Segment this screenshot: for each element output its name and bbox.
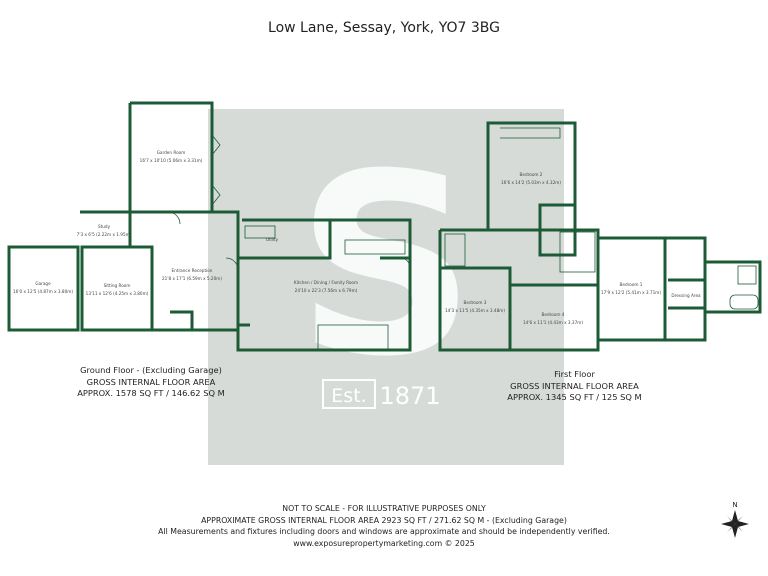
ground-floor-area: APPROX. 1578 SQ FT / 146.62 SQ M [77, 388, 225, 398]
kitchen-worktop [244, 225, 276, 239]
staircase [559, 231, 596, 273]
garage-dims: 16'0 x 12'5 (4.87m x 3.80m) [13, 289, 73, 294]
garage-name: Garage [35, 281, 51, 286]
bedroom-1-dims: 17'9 x 12'2 (5.41m x 3.71m) [601, 290, 661, 295]
garden-room-walls [128, 101, 214, 212]
dressing-area-walls [665, 236, 707, 342]
footer-total-area: APPROXIMATE GROSS INTERNAL FLOOR AREA 29… [201, 515, 567, 525]
bedroom-2-dims: 16'6 x 14'2 (5.03m x 4.32m) [501, 180, 561, 185]
entrance-reception-dims: 21'8 x 17'1 (6.59m x 5.20m) [162, 276, 222, 281]
door-swing [167, 211, 411, 271]
bedroom-2-wardrobes [500, 127, 561, 139]
watermark-year: 1871 [379, 382, 440, 410]
first-floor-caption: First Floor GROSS INTERNAL FLOOR AREA AP… [492, 369, 657, 404]
first-floor-area-heading: GROSS INTERNAL FLOOR AREA [510, 380, 639, 391]
footer-website: www.exposurepropertymarketing.com © 2025 [293, 538, 475, 548]
ground-floor-label: Ground Floor - (Excluding Garage) [80, 365, 222, 375]
shower-tray [737, 265, 757, 285]
study-name: Study [98, 224, 111, 229]
entrance-reception-name: Entrance Reception [172, 268, 213, 273]
property-address-title: Low Lane, Sessay, York, YO7 3BG [268, 20, 500, 36]
watermark-est-box [322, 379, 376, 409]
dining-sliding-doors [317, 324, 389, 351]
garage-walls [7, 245, 80, 332]
watermark-est-label: Est. [331, 385, 366, 407]
watermark-panel [208, 109, 564, 465]
footer-measurement-note: All Measurements and fixtures including … [158, 527, 610, 536]
dressing-area-name: Dressing Area [671, 293, 701, 298]
ensuite-bath [729, 294, 759, 310]
kitchen-walls [236, 218, 412, 352]
kitchen-island [344, 239, 406, 255]
bedroom-4-walls [510, 283, 600, 352]
footer-scale-note: NOT TO SCALE - FOR ILLUSTRATIVE PURPOSES… [282, 504, 486, 513]
compass-icon: N [721, 501, 749, 538]
compass-north-label: N [732, 501, 737, 509]
garden-room-dims: 16'7 x 10'10 (5.06m x 3.31m) [140, 158, 203, 163]
bedroom-3-dims: 14'3 x 11'5 (4.35m x 3.48m) [445, 308, 505, 313]
sitting-room-dims: 13'11 x 12'6 (4.25m x 3.80m) [86, 291, 149, 296]
bedroom-1-walls [598, 236, 667, 342]
garden-room-name: Garden Room [157, 150, 186, 155]
ensuite-walls [705, 260, 762, 314]
utility-name: Utility [266, 237, 279, 242]
bath-bedroom-3 [444, 233, 466, 267]
landing-walls [440, 228, 600, 285]
study-walls [80, 210, 132, 246]
first-floor-area: APPROX. 1345 SQ FT / 125 SQ M [507, 392, 642, 402]
first-floor-label: First Floor [554, 369, 595, 379]
garden-room-bifold-doors [211, 134, 221, 206]
sitting-room-walls [80, 245, 154, 332]
sitting-room-name: Sitting Room [104, 283, 131, 288]
kitchen-name: Kitchen / Dining / Family Room [294, 280, 358, 285]
bedroom-2-name: Bedroom 2 [520, 172, 543, 177]
footer-disclaimer: NOT TO SCALE - FOR ILLUSTRATIVE PURPOSES… [80, 503, 688, 549]
ground-floor-caption: Ground Floor - (Excluding Garage) GROSS … [66, 365, 236, 400]
kitchen-dims: 24'10 x 22'3 (7.56m x 6.79m) [295, 288, 358, 293]
bedroom-4-name: Bedroom 4 [542, 312, 565, 317]
watermark-letter: S [296, 120, 476, 411]
study-dims: 7'3 x 6'5 (2.22m x 1.95m) [77, 232, 132, 237]
bedroom-1-name: Bedroom 1 [620, 282, 643, 287]
ground-floor-area-heading: GROSS INTERNAL FLOOR AREA [86, 376, 216, 387]
bedroom-4-dims: 14'6 x 11'1 (4.43m x 3.37m) [523, 320, 583, 325]
bedroom-3-name: Bedroom 3 [464, 300, 487, 305]
